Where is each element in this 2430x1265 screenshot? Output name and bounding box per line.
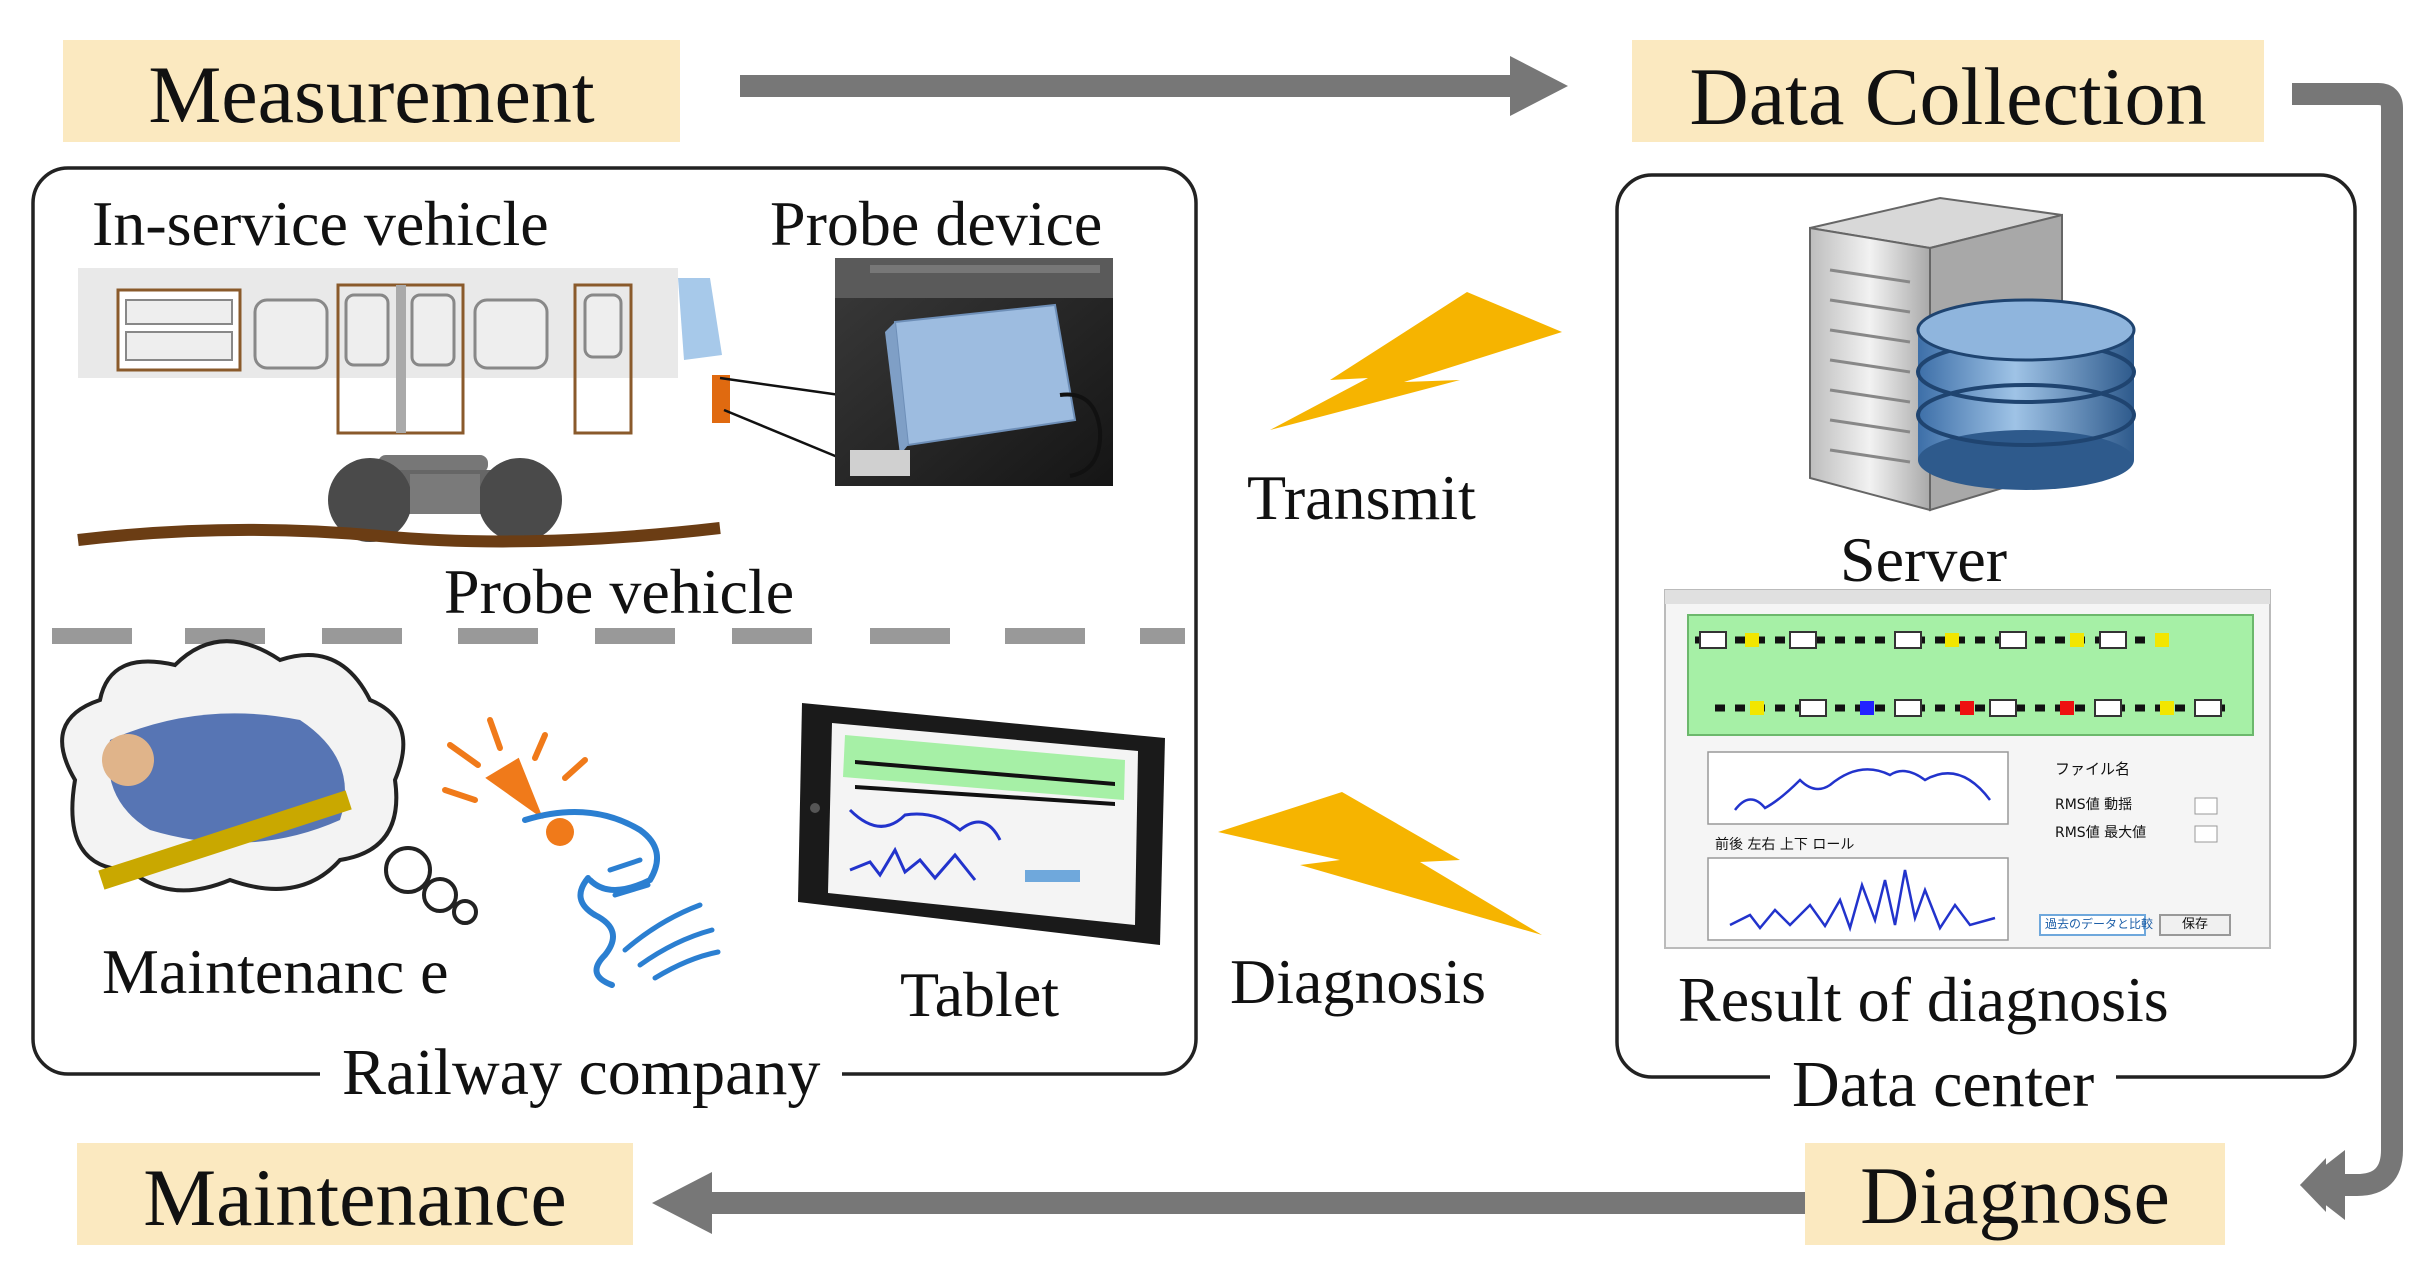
track-line [77,522,721,548]
probe-device-label: Probe device [770,188,1103,259]
diagnosis-lightning-icon [1218,792,1542,935]
screen-file-label: ファイル名 [2055,760,2131,778]
worker-alert-icon [442,717,721,988]
in-service-vehicle-label: In-service vehicle [92,188,549,259]
screen-chart-label: 前後 左右 上下 ロール [1715,837,1855,853]
stage-diagnose: Diagnose [1805,1143,2225,1245]
probe-vehicle-label: Probe vehicle [438,560,801,624]
stage-data-collection-label: Data Collection [1689,51,2207,142]
train-car-illustration [78,268,841,460]
stage-maintenance: Maintenance [77,1143,633,1245]
server-label: Server [1840,524,2008,595]
arrow-collection-to-diagnose [2292,83,2403,1220]
maintenance-worker-label: Maintenanc e [102,936,449,1007]
arrow-diagnose-to-maintenance [652,1172,1805,1234]
stage-data-collection: Data Collection [1632,40,2264,142]
railway-company-title: Railway company [320,1040,843,1106]
screen-compare-button: 過去のデータと比較 [2045,917,2154,931]
diagnosis-result-screen [1664,589,2271,949]
result-of-diagnosis-label: Result of diagnosis [1678,964,2169,1035]
screen-rms1-label: RMS値 動揺 [2055,797,2133,813]
diagnosis-label: Diagnosis [1230,946,1486,1017]
stage-measurement: Measurement [63,40,680,142]
transmit-label: Transmit [1247,462,1476,533]
stage-diagnose-label: Diagnose [1860,1150,2170,1241]
stage-maintenance-label: Maintenance [143,1152,567,1243]
probe-divider-dashes [52,628,1185,644]
arrow-measurement-to-collection [740,56,1568,116]
tablet-label: Tablet [900,959,1059,1030]
bogie-illustration [328,455,562,542]
screen-save-button: 保存 [2182,917,2209,932]
database-icon [1916,298,2136,490]
stage-measurement-label: Measurement [148,49,595,140]
probe-device-photo [835,258,1113,486]
tablet-device [798,703,1165,945]
maintenance-thought-cloud [60,639,478,925]
transmit-lightning-icon [1270,292,1562,430]
data-center-title: Data center [1770,1052,2117,1118]
screen-rms2-label: RMS値 最大値 [2055,825,2147,841]
